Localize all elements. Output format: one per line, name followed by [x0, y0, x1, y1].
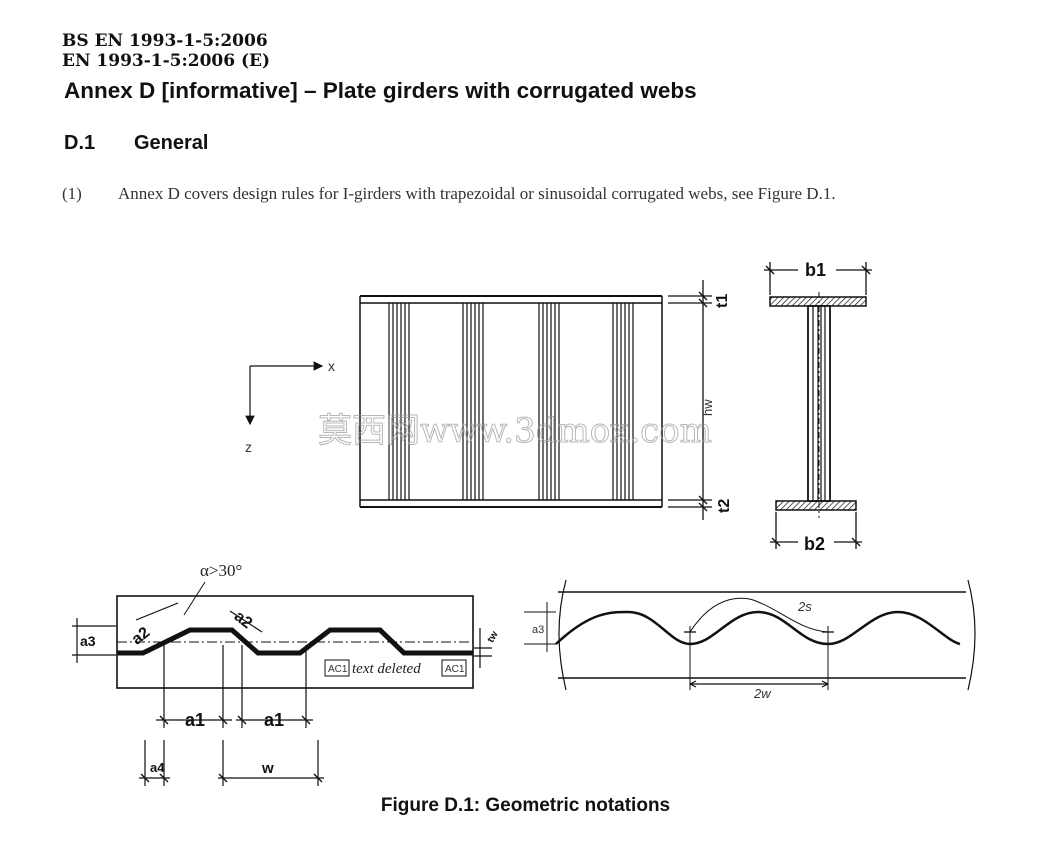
a3-trap-label: a3 [80, 633, 96, 649]
girder-elevation [245, 280, 712, 520]
paragraph-number: (1) [62, 184, 82, 203]
section-number: D.1 [64, 132, 96, 154]
annex-title: Annex D [informative] – Plate girders wi… [64, 78, 697, 103]
b2-label: b2 [804, 534, 825, 554]
doc-header-en: EN 1993-1-5:2006 (E) [62, 51, 271, 71]
ac1-left-label: AC1 [328, 664, 348, 675]
axis-indicator [245, 361, 324, 426]
web-fold-1 [388, 303, 410, 500]
a3-sin-label: a3 [532, 624, 544, 636]
paragraph-1: (1) Annex D covers design rules for I-gir… [62, 183, 977, 205]
a1-left-label: a1 [185, 710, 205, 730]
a2-right-label: a2 [231, 608, 256, 632]
tw-label: tw [486, 629, 501, 644]
b1-label-bg [798, 258, 836, 280]
web-fold-4 [612, 303, 634, 500]
ac1-right-label: AC1 [445, 664, 465, 675]
hw-label: hw [700, 399, 715, 416]
text-deleted-label: text deleted [352, 661, 421, 677]
alpha-label: α>30° [200, 561, 242, 580]
2s-label: 2s [797, 599, 812, 614]
a4-label: a4 [150, 760, 165, 775]
elevation-dimensions [668, 280, 712, 520]
girder-cross-section [764, 262, 872, 549]
a1-right-label: a1 [264, 710, 284, 730]
paragraph-text: Annex D covers design rules for I-girder… [118, 184, 836, 203]
axis-x-label: x [328, 358, 335, 374]
sinusoidal-web-plan [524, 579, 976, 691]
trapezoidal-web-plan [72, 581, 492, 786]
figure-caption: Figure D.1: Geometric notations [380, 795, 671, 816]
b2-label-bg [798, 530, 834, 552]
t1-label: t1 [714, 294, 731, 308]
web-fold-3 [538, 303, 560, 500]
watermark: 莫西网www.3dmox.com [318, 411, 712, 451]
ac1-tag-left: AC1 [324, 659, 350, 677]
doc-header-standard: BS EN 1993-1-5:2006 [62, 31, 268, 51]
a2-left-label: a2 [129, 624, 154, 648]
web-fold-2 [462, 303, 484, 500]
section-title: General [134, 132, 209, 154]
b1-label: b1 [805, 260, 826, 280]
w-trap-label: w [261, 760, 274, 777]
t2-label: t2 [716, 499, 733, 513]
ac1-tag-right: AC1 [441, 659, 467, 677]
axis-z-label: z [245, 439, 252, 455]
2w-label: 2w [753, 686, 772, 701]
